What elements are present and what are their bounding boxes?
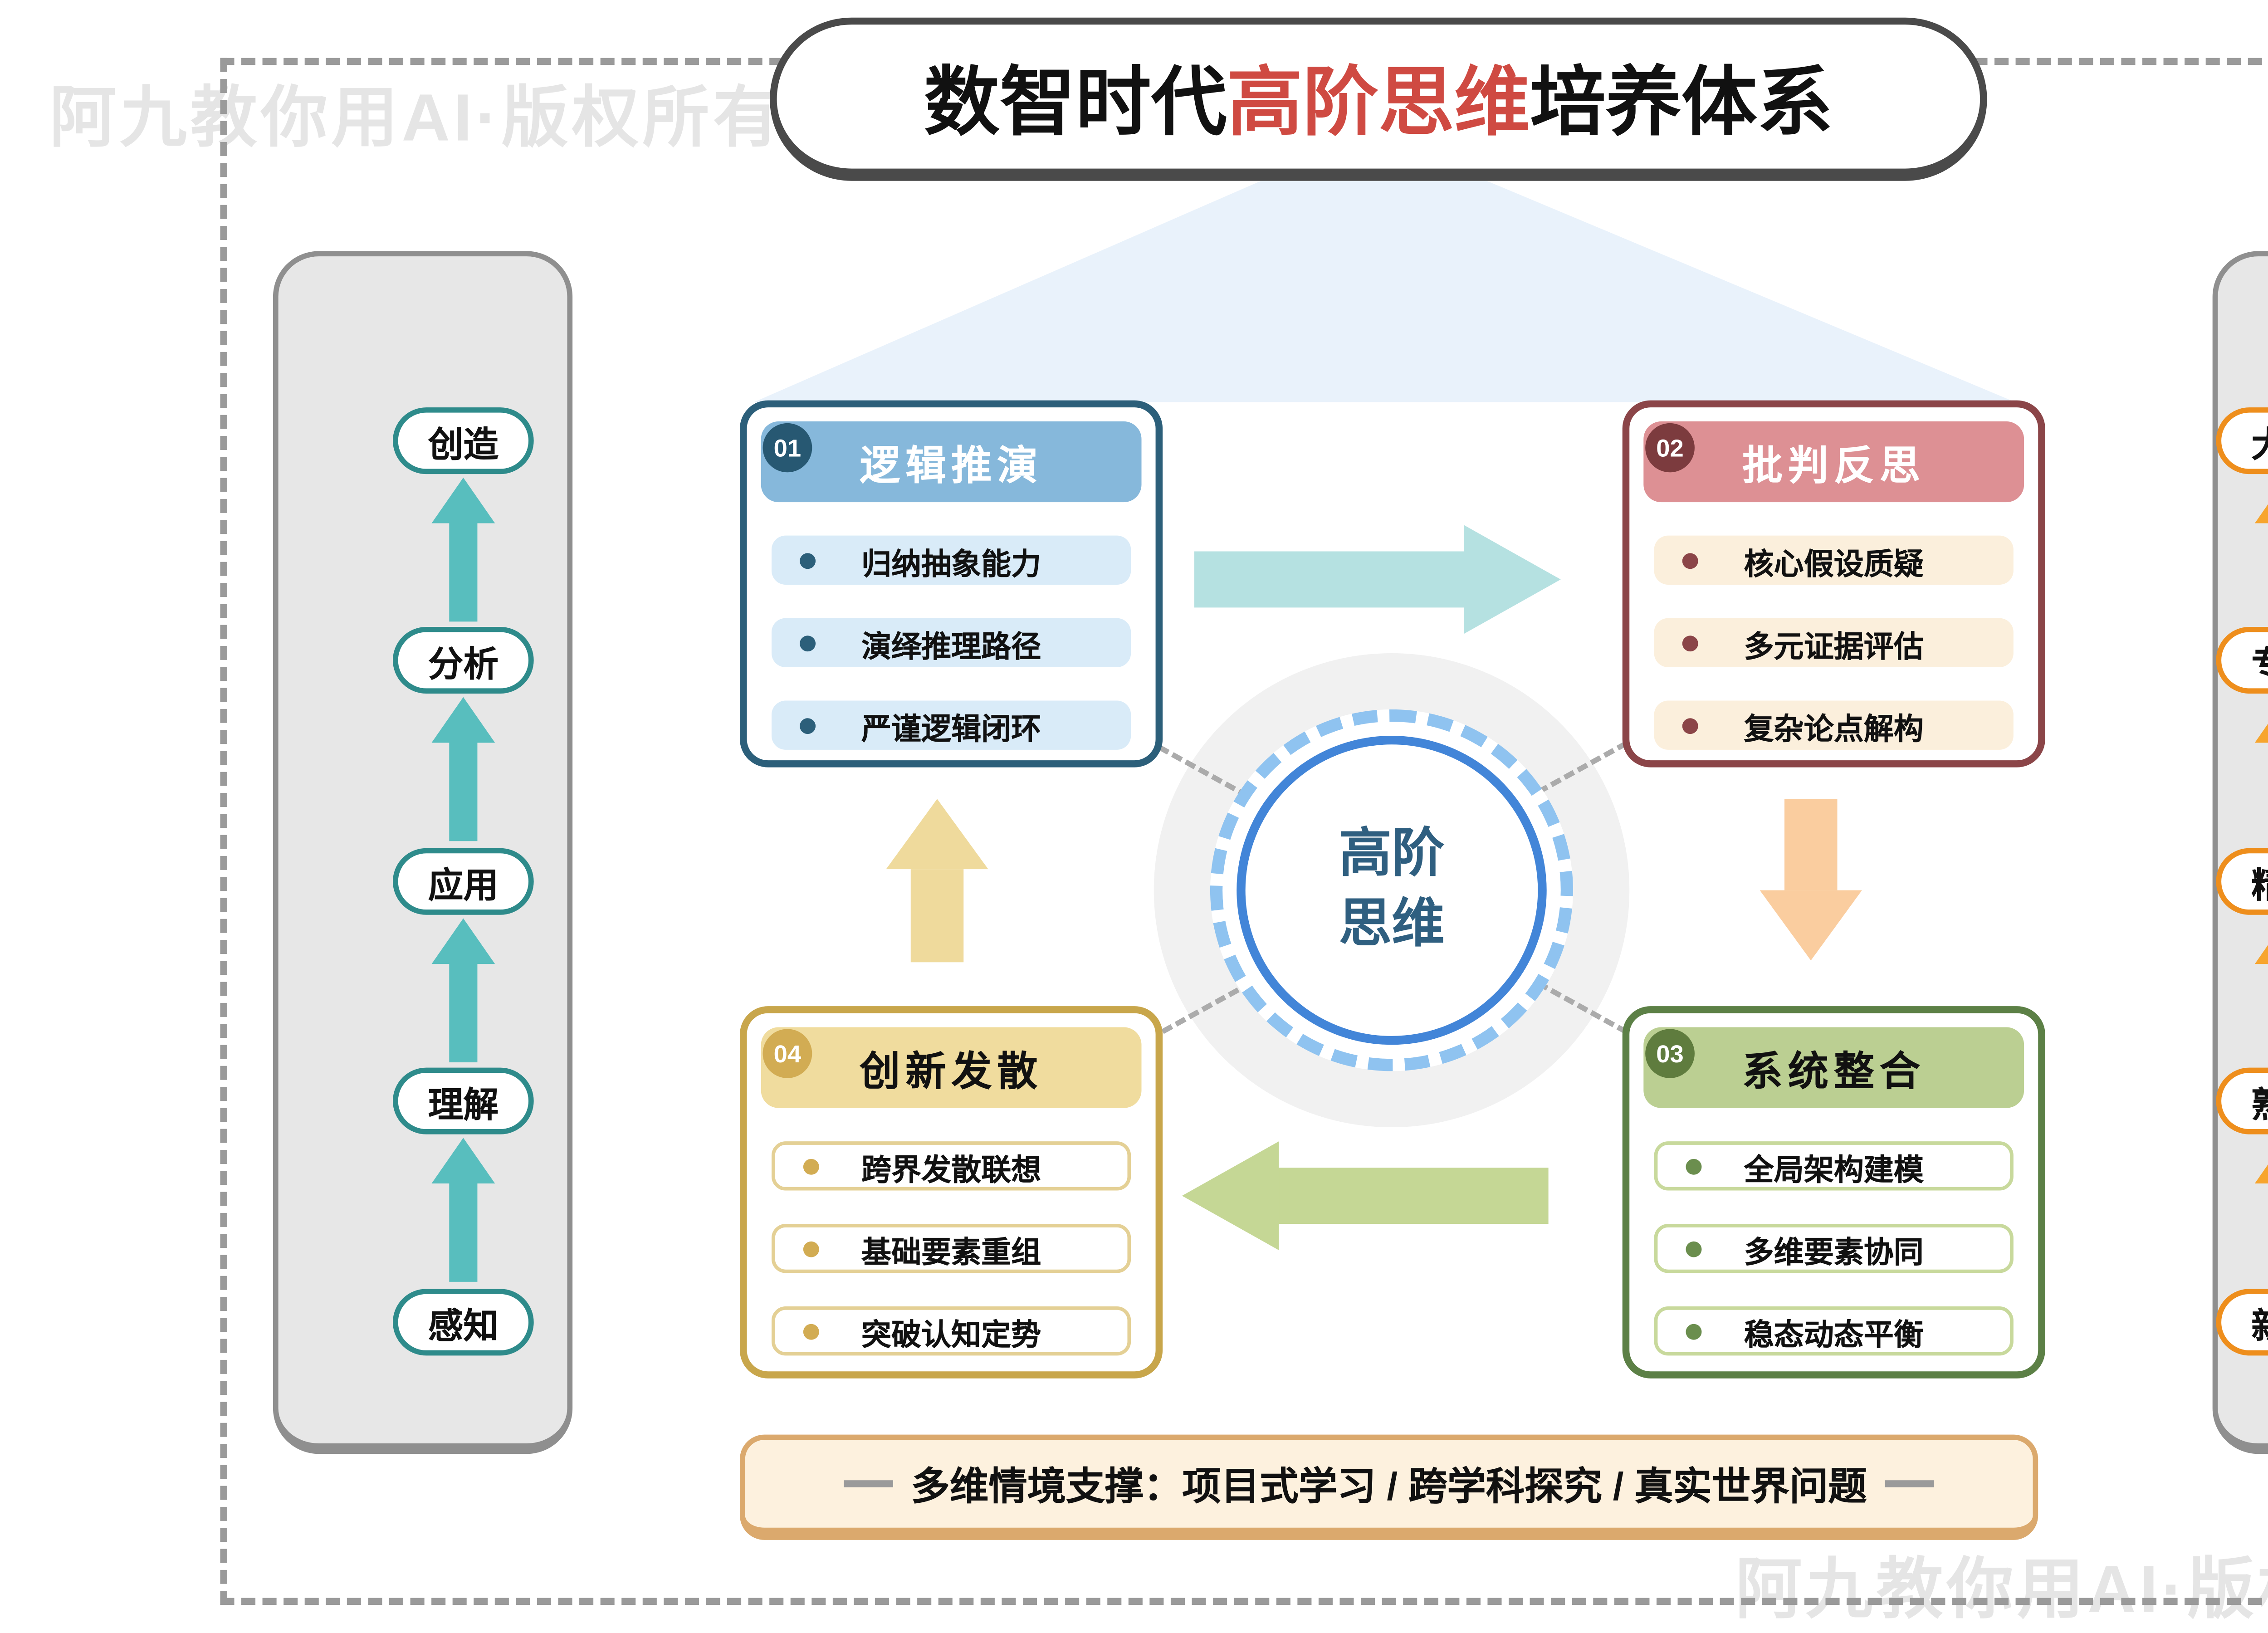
dash-line-icon — [844, 1480, 894, 1487]
up-arrow-icon — [431, 918, 495, 1062]
module-item: 严谨逻辑闭环 — [771, 700, 1131, 750]
module-number-badge: 03 — [1645, 1029, 1695, 1078]
support-banner: 多维情境支撑：项目式学习 / 跨学科探究 / 真实世界问题 — [740, 1434, 2038, 1540]
module-innovative-divergence: 创新发散 04 跨界发散联想 基础要素重组 突破认知定势 — [740, 1006, 1163, 1379]
module-title: 逻辑推演 — [860, 442, 1043, 489]
module-item: 基础要素重组 — [771, 1224, 1131, 1273]
up-arrow-icon — [2254, 1138, 2268, 1281]
module-item: 演绎推理路径 — [771, 618, 1131, 667]
dashed-frame — [220, 58, 2268, 1605]
up-arrow-icon — [2254, 918, 2268, 1062]
dash-line-icon — [1884, 1480, 1934, 1487]
module-title: 批判反思 — [1742, 442, 1926, 489]
module-number-badge: 04 — [763, 1029, 812, 1078]
module-item: 归纳抽象能力 — [771, 535, 1131, 585]
module-title: 创新发散 — [860, 1048, 1043, 1094]
up-arrow-icon — [431, 1138, 495, 1282]
center-text-line2: 思维 — [1339, 895, 1445, 953]
module-item: 复杂论点解构 — [1654, 700, 2014, 750]
center-core-circle: 高阶 思维 — [1237, 735, 1547, 1045]
up-arrow-icon — [2254, 477, 2268, 621]
left-pill-understand: 理解 — [393, 1067, 534, 1134]
module-item: 跨界发散联想 — [771, 1141, 1131, 1191]
up-arrow-icon — [431, 477, 495, 622]
right-pill-novice: 新手 — [2216, 1289, 2268, 1356]
title-prefix: 数智时代 — [924, 61, 1227, 146]
module-header: 创新发散 — [761, 1027, 1142, 1108]
module-item: 稳态动态平衡 — [1654, 1306, 2014, 1356]
right-pill-proficient: 精通 — [2216, 848, 2268, 915]
up-arrow-icon — [431, 697, 495, 841]
left-pill-apply: 应用 — [393, 848, 534, 915]
cycle-arrow-right-icon — [1194, 525, 1561, 634]
module-number-badge: 02 — [1645, 423, 1695, 473]
cycle-arrow-up-icon — [886, 799, 988, 963]
module-critical-reflection: 批判反思 02 核心假设质疑 多元证据评估 复杂论点解构 — [1622, 400, 2045, 768]
right-pill-expert: 专家 — [2216, 626, 2268, 694]
center-text-line1: 高阶 — [1339, 825, 1445, 884]
title-suffix: 培养体系 — [1530, 61, 1833, 146]
page-title: 数智时代高阶思维培养体系 — [770, 17, 1987, 181]
module-item: 多元证据评估 — [1654, 618, 2014, 667]
module-logic-deduction: 逻辑推演 01 归纳抽象能力 演绎推理路径 严谨逻辑闭环 — [740, 400, 1163, 768]
right-pill-master: 大师 — [2216, 407, 2268, 474]
module-number-badge: 01 — [763, 423, 812, 473]
title-highlight: 高阶思维 — [1227, 61, 1530, 146]
left-pill-analyze: 分析 — [393, 626, 534, 694]
right-pill-skilled: 熟练 — [2216, 1067, 2268, 1134]
module-item: 多维要素协同 — [1654, 1224, 2014, 1273]
cycle-arrow-left-icon — [1182, 1141, 1549, 1251]
module-header: 批判反思 — [1643, 421, 2024, 503]
left-pill-create: 创造 — [393, 407, 534, 474]
watermark-bottom-right: 阿九教你用AI·版权所有·盗用必究 — [1735, 1554, 2268, 1628]
up-arrow-icon — [2254, 697, 2268, 841]
module-item: 全局架构建模 — [1654, 1141, 2014, 1191]
module-item: 突破认知定势 — [771, 1306, 1131, 1356]
module-system-integration: 系统整合 03 全局架构建模 多维要素协同 稳态动态平衡 — [1622, 1006, 2045, 1379]
module-item: 核心假设质疑 — [1654, 535, 2014, 585]
cycle-arrow-down-icon — [1760, 799, 1862, 961]
support-banner-text: 多维情境支撑：项目式学习 / 跨学科探究 / 真实世界问题 — [911, 1464, 1867, 1509]
module-title: 系统整合 — [1742, 1048, 1926, 1094]
module-header: 逻辑推演 — [761, 421, 1142, 503]
left-pill-perceive: 感知 — [393, 1289, 534, 1356]
module-header: 系统整合 — [1643, 1027, 2024, 1108]
